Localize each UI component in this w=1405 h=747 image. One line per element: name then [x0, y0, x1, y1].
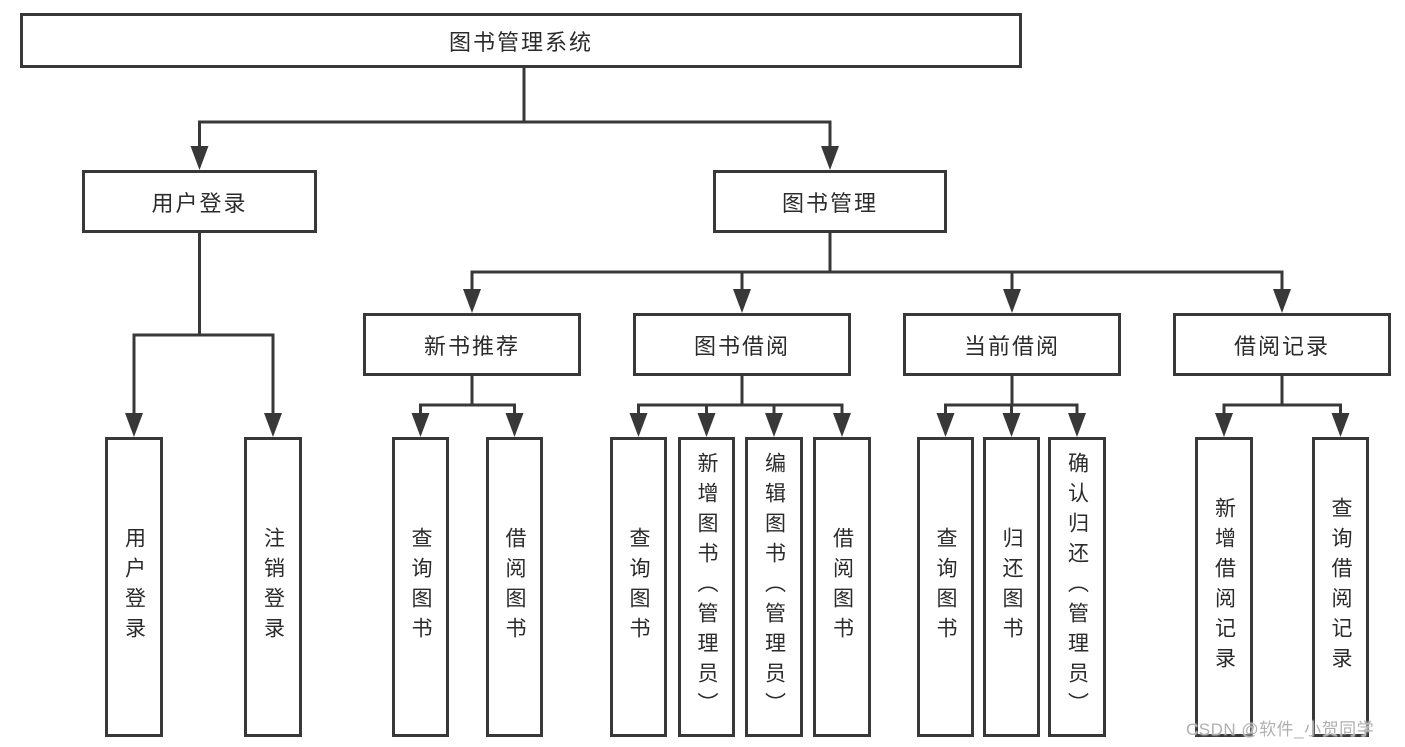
leaf-edit-book-admin: 编辑图书（管理员） — [745, 437, 803, 737]
leaf-add-borrow-record: 新增借阅记录 — [1195, 437, 1253, 737]
leaf-logout-label: 注销登录 — [261, 527, 285, 647]
connector-book-management-to-level3 — [470, 233, 1284, 292]
leaf-query-book-borrow-label: 查询图书 — [627, 527, 650, 647]
leaf-logout: 注销登录 — [244, 437, 302, 737]
node-borrow-records: 借阅记录 — [1173, 313, 1391, 376]
leaf-query-book-recommend-label: 查询图书 — [409, 527, 432, 647]
leaf-add-borrow-record-label: 新增借阅记录 — [1212, 497, 1236, 677]
leaf-add-book-admin: 新增图书（管理员） — [678, 437, 735, 737]
arrowheads-book-borrow-to-leaves — [629, 413, 851, 437]
leaf-query-book-borrow: 查询图书 — [610, 437, 667, 737]
arrowheads-current-borrow-to-leaves — [936, 413, 1086, 437]
leaf-return-book-label: 归还图书 — [1000, 527, 1023, 647]
node-current-borrow-label: 当前借阅 — [963, 333, 1060, 359]
leaf-edit-book-admin-label: 编辑图书（管理员） — [762, 452, 786, 722]
connector-new-book-recommend-to-leaves — [419, 376, 516, 416]
node-user-login: 用户登录 — [82, 170, 317, 233]
node-new-book-recommend: 新书推荐 — [363, 313, 581, 376]
leaf-confirm-return-admin: 确认归还（管理员） — [1048, 437, 1106, 737]
arrowheads-book-management-to-level3 — [463, 289, 1291, 313]
node-book-borrow: 图书借阅 — [633, 313, 851, 376]
leaf-add-book-admin-label: 新增图书（管理员） — [695, 452, 718, 722]
watermark: CSDN @软件_小贺同学 — [1186, 720, 1375, 739]
leaf-query-book-recommend: 查询图书 — [392, 437, 449, 737]
leaf-borrow-book-recommend: 借阅图书 — [486, 437, 543, 737]
arrowheads-borrow-records-to-leaves — [1215, 413, 1350, 437]
leaf-query-book-current: 查询图书 — [917, 437, 974, 737]
node-user-login-label: 用户登录 — [151, 190, 248, 216]
leaf-query-book-current-label: 查询图书 — [934, 527, 957, 647]
node-borrow-records-label: 借阅记录 — [1233, 333, 1330, 359]
leaf-return-book: 归还图书 — [983, 437, 1040, 737]
leaf-query-borrow-record: 查询借阅记录 — [1312, 437, 1369, 737]
leaf-borrow-book-recommend-label: 借阅图书 — [503, 527, 526, 647]
leaf-user-login: 用户登录 — [105, 437, 163, 737]
leaf-borrow-book: 借阅图书 — [813, 437, 871, 737]
connector-root-to-level2 — [198, 68, 832, 150]
connector-user-login-to-leaves — [132, 233, 275, 417]
arrowheads-new-book-recommend-to-leaves — [411, 413, 524, 437]
node-root-label: 图书管理系统 — [448, 29, 593, 55]
node-book-management: 图书管理 — [713, 170, 947, 233]
arrowheads-user-login-to-leaves — [125, 413, 282, 437]
node-new-book-recommend-label: 新书推荐 — [423, 333, 520, 359]
node-root: 图书管理系统 — [20, 13, 1022, 68]
node-book-management-label: 图书管理 — [781, 190, 878, 216]
leaf-confirm-return-admin-label: 确认归还（管理员） — [1065, 452, 1089, 722]
connector-current-borrow-to-leaves — [944, 376, 1079, 416]
leaf-user-login-label: 用户登录 — [122, 527, 146, 647]
leaf-query-borrow-record-label: 查询借阅记录 — [1329, 497, 1352, 677]
node-current-borrow: 当前借阅 — [903, 313, 1121, 376]
leaf-borrow-book-label: 借阅图书 — [830, 527, 854, 647]
connector-book-borrow-to-leaves — [637, 376, 844, 416]
connector-borrow-records-to-leaves — [1222, 376, 1342, 416]
node-book-borrow-label: 图书借阅 — [693, 333, 790, 359]
arrowheads-root-to-level2 — [190, 146, 839, 170]
